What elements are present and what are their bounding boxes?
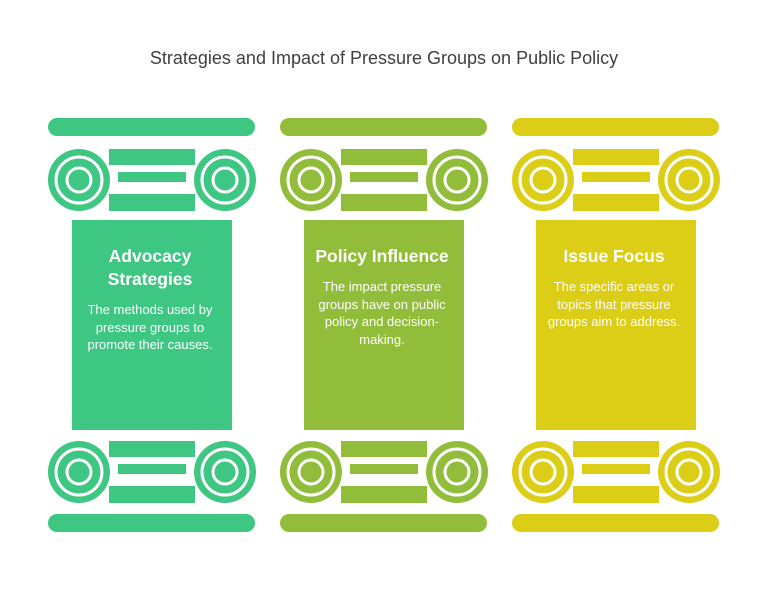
volute-ring-inner xyxy=(65,458,93,486)
pillar-advocacy-description: The methods used by pressure groups to p… xyxy=(87,302,213,352)
plinth-bottom xyxy=(48,514,255,532)
volute-ring xyxy=(518,447,568,497)
volute-ring-inner xyxy=(443,458,471,486)
capital-bar-top xyxy=(573,149,659,165)
volute-ring xyxy=(286,155,336,205)
capital-bar-bottom xyxy=(109,486,195,503)
volute-ring xyxy=(200,447,250,497)
volute-ring-inner xyxy=(211,166,239,194)
diagram-title: Strategies and Impact of Pressure Groups… xyxy=(149,48,619,68)
plinth-top xyxy=(280,118,487,136)
volute-ring-inner xyxy=(529,166,557,194)
pillar-policy xyxy=(280,118,488,532)
capital-bar-top xyxy=(109,441,195,457)
volute-ring xyxy=(664,155,714,205)
capital-bar-mid xyxy=(350,464,418,474)
pillar-policy-heading: Policy Influence xyxy=(315,246,449,266)
pillar-policy-text: Policy Influence The impact pressure gro… xyxy=(304,245,460,348)
pillar-shaft xyxy=(72,220,232,430)
volute-ring-inner xyxy=(65,166,93,194)
pillar-shaft xyxy=(536,220,696,430)
volute-ring xyxy=(518,155,568,205)
volute-ring xyxy=(54,155,104,205)
capital-bar-mid xyxy=(582,172,650,182)
capital-bar-bottom xyxy=(573,194,659,211)
capital-bar-mid xyxy=(350,172,418,182)
plinth-top xyxy=(48,118,255,136)
capital-bar-top xyxy=(341,441,427,457)
capital-bar-bottom xyxy=(341,486,427,503)
capital-bar-top xyxy=(573,441,659,457)
plinth-top xyxy=(512,118,719,136)
pillar-advocacy xyxy=(48,118,256,532)
capital-bar-top xyxy=(341,149,427,165)
pillar-issue-heading: Issue Focus xyxy=(563,246,665,266)
capital-bar-bottom xyxy=(109,194,195,211)
volute-ring-inner xyxy=(675,458,703,486)
volute-ring-inner xyxy=(443,166,471,194)
pillar-policy-description: The impact pressure groups have on publi… xyxy=(318,279,446,347)
capital-bar-mid xyxy=(582,464,650,474)
volute-ring-inner xyxy=(529,458,557,486)
capital-bar-mid xyxy=(118,464,186,474)
volute-ring xyxy=(286,447,336,497)
volute-ring-inner xyxy=(297,458,325,486)
plinth-bottom xyxy=(280,514,487,532)
volute-ring-inner xyxy=(297,166,325,194)
pillar-shaft xyxy=(304,220,464,430)
plinth-bottom xyxy=(512,514,719,532)
pillar-issue-text: Issue Focus The specific areas or topics… xyxy=(536,245,692,331)
capital-bar-bottom xyxy=(573,486,659,503)
pillar-advocacy-heading: Advocacy Strategies xyxy=(107,246,193,289)
volute-ring xyxy=(54,447,104,497)
pillar-issue-description: The specific areas or topics that pressu… xyxy=(547,279,681,329)
volute-ring xyxy=(664,447,714,497)
capital-bar-bottom xyxy=(341,194,427,211)
volute-ring xyxy=(432,447,482,497)
capital-bar-top xyxy=(109,149,195,165)
volute-ring xyxy=(432,155,482,205)
volute-ring-inner xyxy=(211,458,239,486)
volute-ring-inner xyxy=(675,166,703,194)
pillar-issue xyxy=(512,118,720,532)
capital-bar-mid xyxy=(118,172,186,182)
volute-ring xyxy=(200,155,250,205)
pillar-advocacy-text: Advocacy Strategies The methods used by … xyxy=(72,245,228,354)
